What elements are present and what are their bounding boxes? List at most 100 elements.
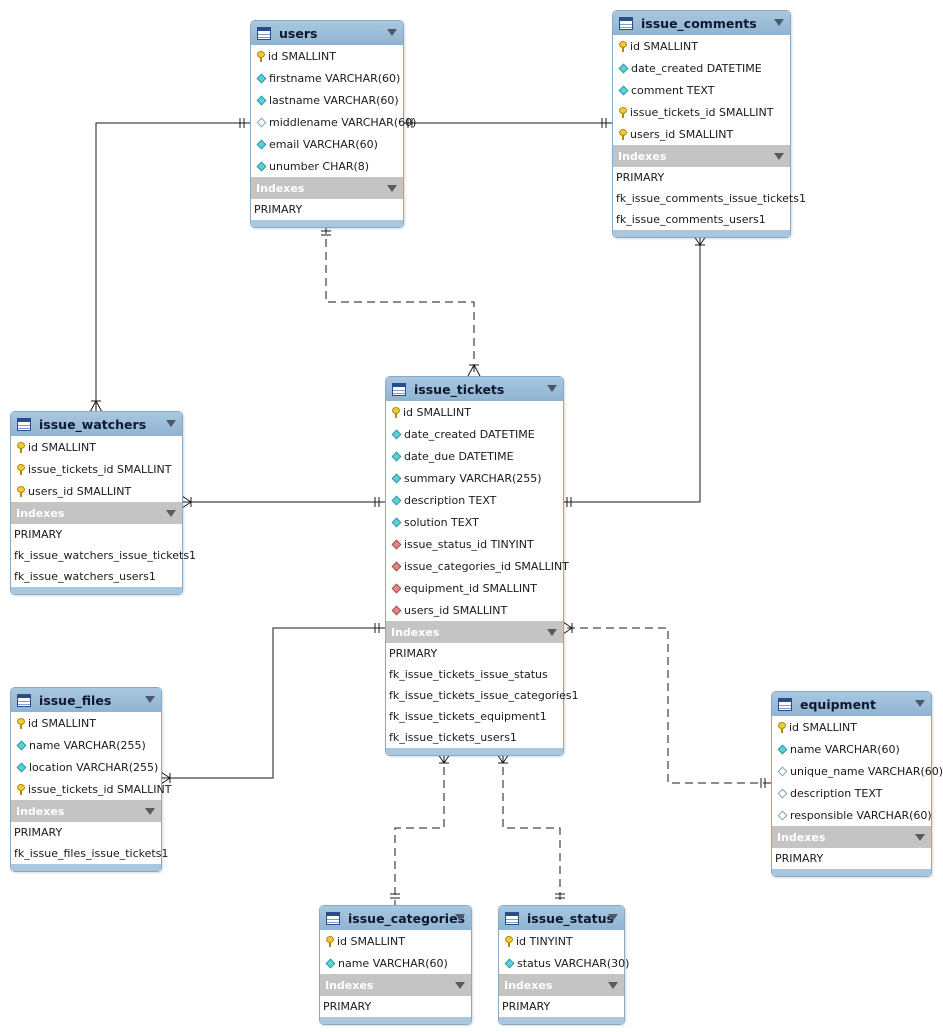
- column-row[interactable]: date_created DATETIME: [613, 57, 790, 79]
- index-row[interactable]: fk_issue_tickets_users1: [386, 727, 563, 748]
- collapse-caret-icon[interactable]: [166, 420, 176, 427]
- nullable-column-icon: [256, 117, 267, 127]
- not-null-column-icon: [391, 429, 402, 439]
- index-row[interactable]: PRIMARY: [613, 167, 790, 188]
- collapse-caret-icon[interactable]: [455, 914, 465, 921]
- column-row[interactable]: firstname VARCHAR(60): [251, 67, 403, 89]
- index-row[interactable]: PRIMARY: [772, 848, 931, 869]
- column-row[interactable]: id SMALLINT: [11, 712, 161, 734]
- collapse-caret-icon[interactable]: [547, 385, 557, 392]
- column-row[interactable]: solution TEXT: [386, 511, 563, 533]
- indexes-header[interactable]: Indexes: [772, 826, 931, 848]
- collapse-caret-icon[interactable]: [387, 185, 397, 192]
- column-row[interactable]: id SMALLINT: [11, 436, 182, 458]
- index-row[interactable]: fk_issue_comments_users1: [613, 209, 790, 230]
- column-row[interactable]: middlename VARCHAR(60): [251, 111, 416, 133]
- column-row[interactable]: unique_name VARCHAR(60): [772, 760, 943, 782]
- table-header[interactable]: issue_comments: [613, 11, 790, 35]
- indexes-header[interactable]: Indexes: [11, 800, 161, 822]
- column-row[interactable]: users_id SMALLINT: [386, 599, 563, 621]
- collapse-caret-icon[interactable]: [166, 510, 176, 517]
- collapse-caret-icon[interactable]: [915, 700, 925, 707]
- column-row[interactable]: unumber CHAR(8): [251, 155, 403, 177]
- indexes-header[interactable]: Indexes: [499, 974, 624, 996]
- column-row[interactable]: issue_tickets_id SMALLINT: [11, 458, 182, 480]
- indexes-header[interactable]: Indexes: [11, 502, 182, 524]
- index-row[interactable]: PRIMARY: [320, 996, 471, 1017]
- collapse-caret-icon[interactable]: [145, 808, 155, 815]
- index-row[interactable]: PRIMARY: [251, 199, 403, 220]
- collapse-caret-icon[interactable]: [387, 29, 397, 36]
- column-row[interactable]: id SMALLINT: [613, 35, 790, 57]
- column-row[interactable]: id SMALLINT: [251, 45, 403, 67]
- collapse-caret-icon[interactable]: [915, 834, 925, 841]
- column-row[interactable]: date_due DATETIME: [386, 445, 563, 467]
- column-row[interactable]: responsible VARCHAR(60): [772, 804, 932, 826]
- column-row[interactable]: issue_categories_id SMALLINT: [386, 555, 569, 577]
- indexes-header[interactable]: Indexes: [320, 974, 471, 996]
- column-row[interactable]: users_id SMALLINT: [11, 480, 182, 502]
- index-row[interactable]: fk_issue_files_issue_tickets1: [11, 843, 168, 864]
- index-row[interactable]: fk_issue_comments_issue_tickets1: [613, 188, 806, 209]
- index-row[interactable]: PRIMARY: [11, 822, 161, 843]
- column-row[interactable]: comment TEXT: [613, 79, 790, 101]
- index-row[interactable]: fk_issue_tickets_issue_categories1: [386, 685, 579, 706]
- column-row[interactable]: equipment_id SMALLINT: [386, 577, 563, 599]
- collapse-caret-icon[interactable]: [455, 982, 465, 989]
- column-row[interactable]: issue_status_id TINYINT: [386, 533, 563, 555]
- column-row[interactable]: name VARCHAR(255): [11, 734, 161, 756]
- index-row[interactable]: PRIMARY: [11, 524, 182, 545]
- table-header[interactable]: issue_watchers: [11, 412, 182, 436]
- index-row[interactable]: PRIMARY: [499, 996, 624, 1017]
- column-row[interactable]: date_created DATETIME: [386, 423, 563, 445]
- column-row[interactable]: id SMALLINT: [772, 716, 931, 738]
- column-row[interactable]: id SMALLINT: [386, 401, 563, 423]
- indexes-header[interactable]: Indexes: [613, 145, 790, 167]
- collapse-caret-icon[interactable]: [608, 914, 618, 921]
- column-row[interactable]: issue_tickets_id SMALLINT: [11, 778, 171, 800]
- index-row[interactable]: fk_issue_watchers_issue_tickets1: [11, 545, 196, 566]
- index-name: fk_issue_comments_users1: [616, 213, 766, 226]
- column-row[interactable]: users_id SMALLINT: [613, 123, 790, 145]
- collapse-caret-icon[interactable]: [547, 629, 557, 636]
- collapse-caret-icon[interactable]: [774, 153, 784, 160]
- table-header[interactable]: issue_categories: [320, 906, 471, 930]
- column-row[interactable]: location VARCHAR(255): [11, 756, 161, 778]
- table-header[interactable]: issue_status: [499, 906, 624, 930]
- table-header[interactable]: issue_files: [11, 688, 161, 712]
- column-row[interactable]: email VARCHAR(60): [251, 133, 403, 155]
- column-row[interactable]: id TINYINT: [499, 930, 624, 952]
- collapse-caret-icon[interactable]: [774, 19, 784, 26]
- index-row[interactable]: PRIMARY: [386, 643, 563, 664]
- index-row[interactable]: fk_issue_tickets_issue_status: [386, 664, 563, 685]
- column-row[interactable]: name VARCHAR(60): [320, 952, 471, 974]
- collapse-caret-icon[interactable]: [145, 696, 155, 703]
- column-row[interactable]: description TEXT: [772, 782, 931, 804]
- column-row[interactable]: lastname VARCHAR(60): [251, 89, 403, 111]
- table-header[interactable]: users: [251, 21, 403, 45]
- column-row[interactable]: name VARCHAR(60): [772, 738, 931, 760]
- indexes-header[interactable]: Indexes: [251, 177, 403, 199]
- column-text: equipment_id SMALLINT: [404, 581, 538, 595]
- column-row[interactable]: summary VARCHAR(255): [386, 467, 563, 489]
- table-header[interactable]: issue_tickets: [386, 377, 563, 401]
- table-header[interactable]: equipment: [772, 692, 931, 716]
- column-text: description TEXT: [790, 786, 883, 800]
- collapse-caret-icon[interactable]: [608, 982, 618, 989]
- column-row[interactable]: issue_tickets_id SMALLINT: [613, 101, 790, 123]
- index-row[interactable]: fk_issue_tickets_equipment1: [386, 706, 563, 727]
- column-text: issue_categories_id SMALLINT: [404, 559, 569, 573]
- index-row[interactable]: fk_issue_watchers_users1: [11, 566, 182, 587]
- column-row[interactable]: id SMALLINT: [320, 930, 471, 952]
- indexes-header[interactable]: Indexes: [386, 621, 563, 643]
- column-row[interactable]: description TEXT: [386, 489, 563, 511]
- column-row[interactable]: status VARCHAR(30): [499, 952, 629, 974]
